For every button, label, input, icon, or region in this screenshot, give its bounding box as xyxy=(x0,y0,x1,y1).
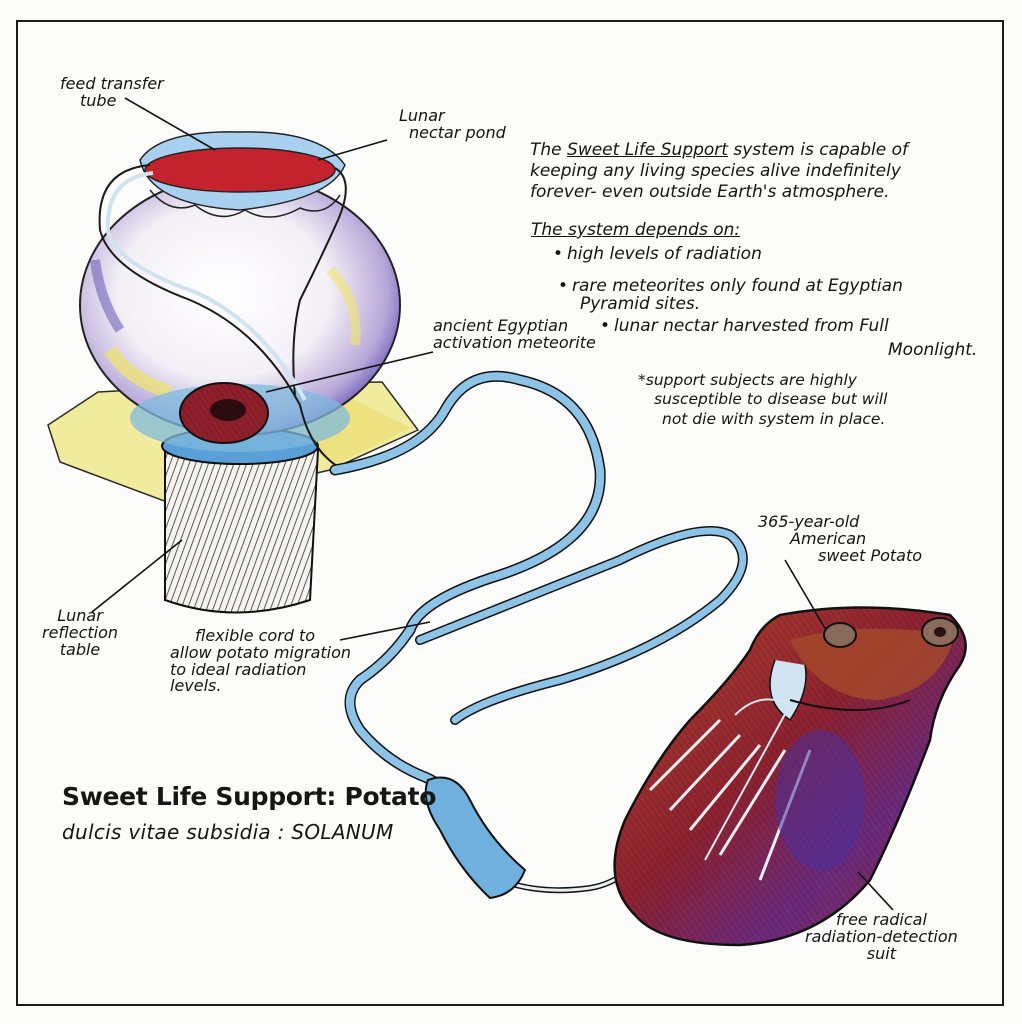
system-description: The Sweet Life Support system is capable… xyxy=(530,142,908,202)
page-title: Sweet Life Support: Potato xyxy=(62,782,436,811)
suit-label-line3: suit xyxy=(805,946,958,963)
description-the: The xyxy=(530,140,562,160)
description-rest1: system is capable of xyxy=(733,140,908,160)
feed-tube-label: feed transfer tube xyxy=(60,76,164,110)
sweet-potato xyxy=(615,608,966,946)
activation-meteorite xyxy=(180,383,268,443)
nectar-pond-label: Lunar nectar pond xyxy=(395,108,506,142)
system-name: Sweet Life Support xyxy=(567,140,728,160)
bullet-2-text: rare meteorites only found at Egyptian xyxy=(572,276,903,296)
pedestal xyxy=(162,428,318,613)
potato-label-line3: sweet Potato xyxy=(758,548,922,565)
potato-label: 365-year-old American sweet Potato xyxy=(758,514,922,564)
footnote-line1: *support subjects are highly xyxy=(638,372,887,388)
footnote: *support subjects are highly susceptible… xyxy=(638,372,887,427)
footnote-line3: not die with system in place. xyxy=(638,411,887,427)
description-line3: forever- even outside Earth's atmosphere… xyxy=(530,184,908,202)
meteorite-label: ancient Egyptian activation meteorite xyxy=(433,318,596,352)
flexible-cord-label: flexible cord to allow potato migration … xyxy=(170,628,351,695)
depends-bullet-1: •high levels of radiation xyxy=(553,246,762,264)
bullet-1-text: high levels of radiation xyxy=(567,244,762,264)
bullet-3-text: lunar nectar harvested from Full xyxy=(614,316,889,336)
suit-label: free radical radiation-detection suit xyxy=(805,912,958,962)
depends-heading: The system depends on: xyxy=(531,222,740,240)
bullet-2-continued: Pyramid sites. xyxy=(580,296,700,314)
nectar-pond-label-line2: nectar pond xyxy=(395,125,506,142)
cord-connector xyxy=(426,778,525,899)
bullet-3-continued: Moonlight. xyxy=(888,342,977,360)
flexible-cord-label-line4: levels. xyxy=(170,678,351,695)
meteorite-label-line2: activation meteorite xyxy=(433,335,596,352)
feed-tube-label-line2: tube xyxy=(60,93,164,110)
description-line1: The Sweet Life Support system is capable… xyxy=(530,142,908,160)
page-subtitle: dulcis vitae subsidia : SOLANUM xyxy=(62,820,394,844)
reflection-table-label: Lunar reflection table xyxy=(42,608,118,658)
depends-bullet-3: •lunar nectar harvested from Full xyxy=(600,318,889,336)
description-line2: keeping any living species alive indefin… xyxy=(530,163,908,181)
footnote-line2: susceptible to disease but will xyxy=(638,391,887,407)
reflection-table-label-line3: table xyxy=(42,642,118,659)
